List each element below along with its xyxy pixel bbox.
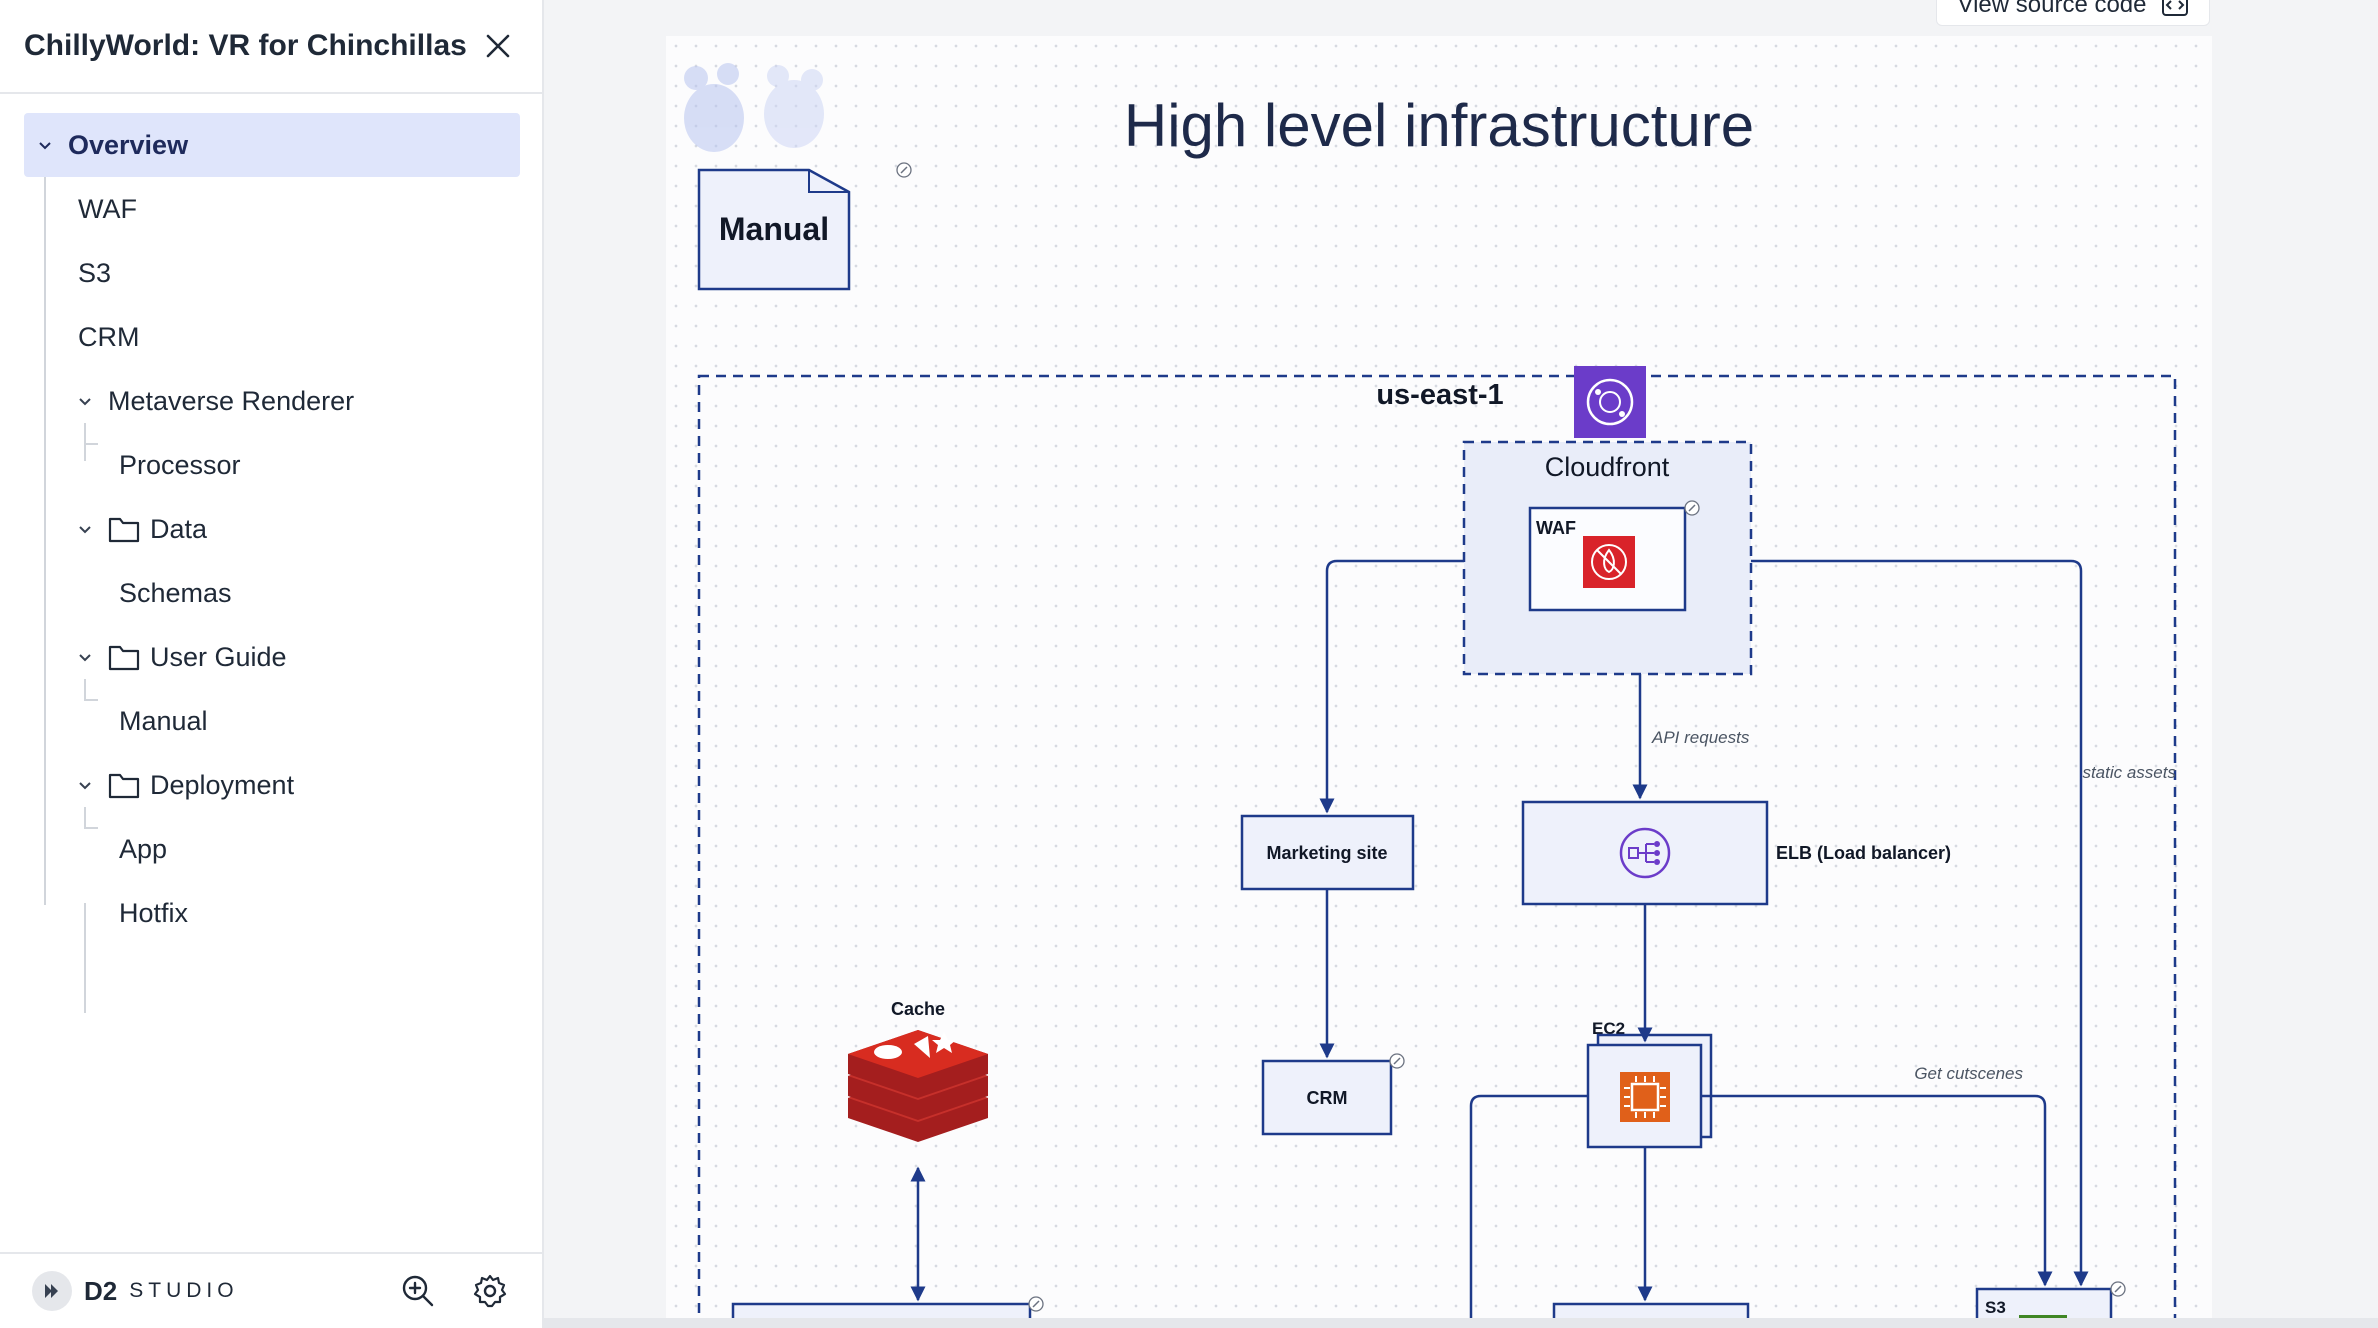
chevron-down-icon[interactable] — [72, 388, 98, 414]
ec2-label: EC2 — [1592, 1019, 1625, 1038]
sidebar-item-label: S3 — [78, 257, 112, 288]
view-source-button[interactable]: View source code — [1936, 0, 2210, 26]
chevron-down-icon[interactable] — [72, 644, 98, 670]
sidebar-item-label: User Guide — [150, 641, 287, 672]
sidebar-item-s3[interactable]: S3 — [24, 241, 520, 305]
settings-button[interactable] — [470, 1271, 510, 1311]
sidebar-item-label: Overview — [68, 129, 189, 160]
region-us-east-1[interactable] — [697, 374, 2177, 1328]
diagram-svg: High level infrastructure Manual us-east… — [684, 63, 2177, 1328]
close-icon — [486, 34, 510, 58]
sidebar-item-label: Deployment — [150, 769, 295, 800]
footer-actions — [398, 1271, 510, 1311]
sidebar-item-label: App — [119, 833, 168, 864]
view-source-label: View source code — [1957, 0, 2147, 18]
crm-label: CRM — [1307, 1088, 1348, 1108]
sidebar-item-label: Schemas — [119, 577, 232, 608]
s3-label: S3 — [1985, 1298, 2006, 1317]
link-icon[interactable] — [1684, 500, 1700, 516]
diagram-title: High level infrastructure — [1124, 92, 1754, 159]
tree-guide-line — [84, 439, 86, 461]
crm-node[interactable] — [1261, 1059, 1393, 1136]
tree-elbow — [84, 423, 98, 445]
sidebar-item-processor[interactable]: Processor — [24, 433, 520, 497]
diagram-edges — [910, 559, 2089, 1328]
sidebar-item-overview[interactable]: Overview — [24, 113, 520, 177]
manual-label: Manual — [719, 211, 829, 247]
load-balancer-icon — [1619, 827, 1671, 879]
link-icon[interactable] — [1389, 1053, 1405, 1069]
folder-icon — [108, 643, 140, 671]
manual-node[interactable]: Manual — [697, 168, 851, 291]
gear-icon — [473, 1274, 507, 1308]
ec2-chip-icon — [1620, 1072, 1670, 1122]
code-icon — [2161, 0, 2188, 16]
edge-cloudfront-marketing — [1319, 559, 1464, 814]
chevron-down-icon — [32, 132, 58, 158]
elb-label: ELB (Load balancer) — [1776, 843, 1951, 863]
region-label: us-east-1 — [1376, 379, 1503, 411]
d2-logo-icon — [32, 1271, 72, 1311]
project-title: ChillyWorld: VR for Chinchillas — [24, 29, 467, 62]
sidebar-item-label: Hotfix — [119, 897, 189, 928]
brand[interactable]: D2 STUDIO — [32, 1271, 239, 1311]
sidebar-item-label: Metaverse Renderer — [108, 385, 355, 416]
sidebar-item-waf[interactable]: WAF — [24, 177, 520, 241]
horizontal-scrollbar[interactable] — [544, 1318, 2378, 1328]
brand-sub: STUDIO — [129, 1279, 239, 1302]
chevron-down-icon[interactable] — [72, 516, 98, 542]
zoom-in-icon — [402, 1275, 434, 1307]
sidebar-item-user-guide[interactable]: User Guide — [24, 625, 520, 689]
edge-label-get-cutscenes: Get cutscenes — [1914, 1064, 2023, 1083]
tree-guide-line — [44, 175, 46, 905]
sidebar-footer: D2 STUDIO — [0, 1252, 542, 1328]
tree-elbow — [84, 679, 98, 701]
tree-elbow — [84, 807, 98, 829]
redis-icon — [848, 1030, 988, 1142]
sidebar-item-label: Manual — [119, 705, 208, 736]
edge-label-static-assets: static assets — [2082, 763, 2176, 782]
diagram-canvas[interactable]: High level infrastructure Manual us-east… — [666, 36, 2212, 1328]
sidebar-item-label: Processor — [119, 449, 241, 480]
sidebar-item-label: CRM — [78, 321, 140, 352]
cache-label: Cache — [891, 999, 945, 1019]
sidebar-item-app[interactable]: App — [24, 817, 520, 881]
sidebar-item-label: Data — [150, 513, 208, 544]
close-sidebar-button[interactable] — [478, 26, 518, 66]
marketing-site-node[interactable] — [1240, 814, 1415, 891]
cloudfront-icon — [1574, 366, 1646, 438]
sidebar-item-crm[interactable]: CRM — [24, 305, 520, 369]
edge-ec2-s3 — [1701, 1094, 2053, 1287]
folder-icon — [108, 771, 140, 799]
folder-icon — [108, 515, 140, 543]
sidebar-item-hotfix[interactable]: Hotfix — [24, 881, 520, 945]
sidebar: ChillyWorld: VR for Chinchillas Overview… — [0, 0, 544, 1328]
zoom-in-button[interactable] — [398, 1271, 438, 1311]
sidebar-item-label: WAF — [78, 193, 137, 224]
cloudfront-label: Cloudfront — [1545, 452, 1670, 482]
waf-label: WAF — [1536, 518, 1576, 538]
waf-icon — [1583, 536, 1635, 588]
brand-name: D2 — [84, 1275, 118, 1306]
sidebar-item-schemas[interactable]: Schemas — [24, 561, 520, 625]
edge-cloudfront-s3 — [1751, 559, 2089, 1287]
sidebar-header: ChillyWorld: VR for Chinchillas — [0, 0, 542, 94]
main-area: View source code High level inf — [544, 0, 2378, 1328]
link-icon[interactable] — [2110, 1281, 2126, 1297]
edge-label-api-requests: API requests — [1651, 728, 1750, 747]
link-icon[interactable] — [896, 162, 912, 178]
sidebar-item-manual[interactable]: Manual — [24, 689, 520, 753]
edge-ec2-left — [1469, 1094, 1588, 1328]
tree-guide-line — [84, 903, 86, 1013]
chinchilla-logo-icon — [684, 63, 824, 152]
sidebar-item-deployment[interactable]: Deployment — [24, 753, 520, 817]
marketing-site-label: Marketing site — [1266, 843, 1387, 863]
link-icon[interactable] — [1028, 1296, 1044, 1312]
sidebar-item-metaverse-renderer[interactable]: Metaverse Renderer — [24, 369, 520, 433]
chevron-down-icon[interactable] — [72, 772, 98, 798]
sidebar-item-data[interactable]: Data — [24, 497, 520, 561]
